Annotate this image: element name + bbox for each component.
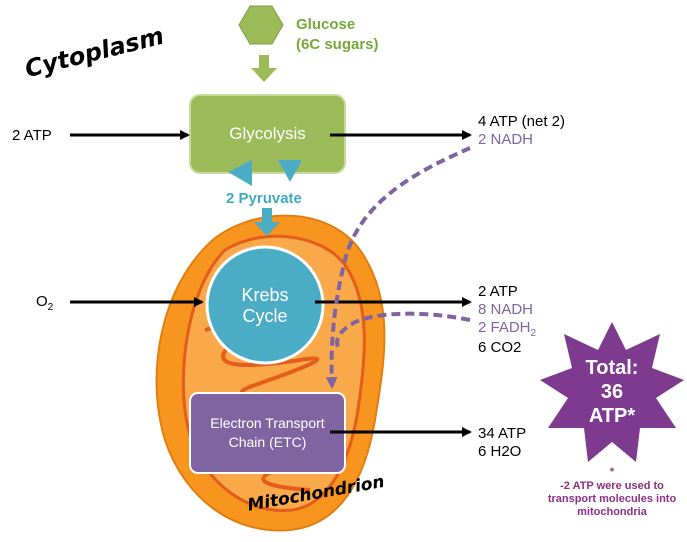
krebs-out-nadh: 8 NADH [478, 301, 534, 318]
arrow-nadh-to-etc-1 [325, 146, 471, 389]
o2-main: O [36, 293, 48, 310]
total-star [540, 322, 684, 462]
krebs-out-fadh: 2 FADH2 [478, 319, 536, 342]
arrow-nadh-to-etc-2 [335, 311, 471, 352]
pyruvate-label: 2 Pyruvate [226, 190, 302, 207]
glucose-hexagon [238, 5, 284, 45]
glycolysis-out-atp: 4 ATP (net 2) [478, 113, 565, 130]
glycolysis-out-nadh: 2 NADH [478, 131, 534, 148]
total-line1: Total: [585, 357, 639, 379]
krebs-label-line2: Cycle [242, 306, 288, 326]
pyruvate-arrow-head [254, 222, 280, 236]
pyruvate-triangle-left [228, 160, 252, 186]
total-line2: 36 [600, 381, 624, 403]
etc-out-atp: 34 ATP [478, 425, 527, 442]
o2-sub: 2 [47, 302, 54, 313]
etc-label-line2: Chain (ETC) [228, 434, 307, 450]
total-label: Total: 36 ATP* [552, 356, 672, 428]
glucose-arrow-head [251, 68, 277, 82]
o2-input: O2 [36, 293, 53, 316]
total-line3: ATP* [588, 405, 636, 427]
krebs-label-line1: Krebs [241, 285, 289, 305]
krebs-out-atp: 2 ATP [478, 283, 518, 300]
etc-out-h2o: 6 H2O [478, 443, 522, 460]
pyruvate-triangle-right [278, 160, 302, 182]
fadh-main: 2 FADH [478, 319, 531, 336]
footnote-star: * [609, 466, 615, 478]
krebs-out-co2: 6 CO2 [478, 339, 522, 356]
etc-label: Electron Transport Chain (ETC) [190, 414, 345, 452]
pyruvate-arrow-shaft [262, 208, 272, 222]
krebs-label: Krebs Cycle [207, 285, 323, 327]
footnote-text: -2 ATP were used to transport molecules … [547, 480, 677, 518]
glycolysis-input-atp: 2 ATP [12, 127, 52, 144]
etc-label-line1: Electron Transport [210, 415, 325, 431]
glycolysis-label: Glycolysis [229, 124, 306, 143]
glucose-subtitle: (6C sugars) [296, 36, 379, 53]
glucose-title: Glucose [296, 16, 356, 33]
krebs-circle [205, 245, 325, 365]
fadh-sub: 2 [530, 328, 537, 339]
glucose-arrow-shaft [259, 55, 269, 68]
